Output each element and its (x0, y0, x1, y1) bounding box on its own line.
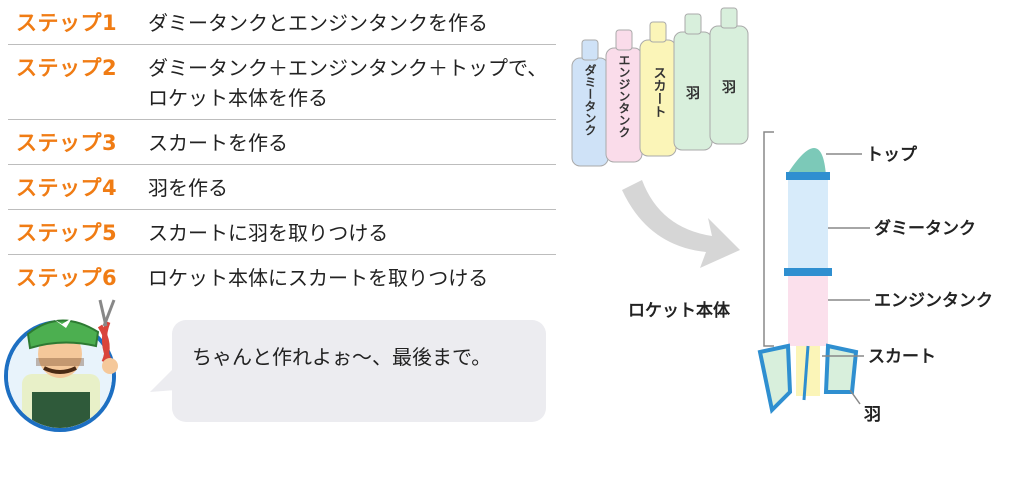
bottle-label: 羽 (686, 86, 700, 102)
step-text: スカートに羽を取りつける (148, 221, 389, 245)
rocket-diagram: ダミータンク エンジンタンク スカート 羽 羽 ロケット本体 トップ (571, 7, 993, 425)
step-label: ステップ4 (16, 176, 118, 200)
speech-tail-icon (150, 368, 176, 392)
bottle-label: スカート (651, 66, 666, 118)
gardener-mascot-icon (4, 299, 118, 432)
speech-bubble: ちゃんと作れよぉ〜、最後まで。 (150, 320, 546, 422)
bottle: エンジンタンク (605, 29, 643, 163)
bottle: 羽 (709, 7, 749, 145)
bottle: ダミータンク (571, 39, 609, 167)
step-row: ステップ4 羽を作る (8, 165, 556, 210)
part-label-top: トップ (866, 144, 918, 165)
step-row: ステップ3 スカートを作る (8, 120, 556, 165)
step-row: ステップ2 ダミータンク＋エンジンタンク＋トップで、ロケット本体を作る (8, 45, 556, 120)
body-bracket (763, 131, 774, 347)
curved-arrow-icon (622, 180, 740, 268)
step-text: ロケット本体にスカートを取りつける (148, 266, 489, 290)
step-list: ステップ1 ダミータンクとエンジンタンクを作る ステップ2 ダミータンク＋エンジ… (8, 0, 556, 299)
bottle: スカート (639, 21, 677, 157)
step-label: ステップ3 (16, 131, 118, 155)
step-label: ステップ6 (16, 266, 118, 290)
step-label: ステップ5 (16, 221, 118, 245)
step-row: ステップ5 スカートに羽を取りつける (8, 210, 556, 255)
bottle-label: ダミータンク (583, 63, 597, 136)
step-label: ステップ2 (16, 56, 118, 80)
part-label-fin: 羽 (864, 405, 881, 425)
step-row: ステップ6 ロケット本体にスカートを取りつける (8, 255, 556, 299)
step-text: スカートを作る (148, 131, 288, 155)
step-row: ステップ1 ダミータンクとエンジンタンクを作る (8, 0, 556, 45)
part-label-dummy-tank: ダミータンク (874, 218, 976, 239)
step-text: 羽を作る (148, 176, 228, 200)
bottle: 羽 (673, 13, 713, 151)
step-label: ステップ1 (16, 11, 118, 35)
speech-text: ちゃんと作れよぉ〜、最後まで。 (192, 345, 492, 369)
step-text: ダミータンク＋エンジンタンク＋トップで、ロケット本体を作る (148, 56, 548, 110)
part-label-skirt: スカート (868, 347, 936, 367)
bottle-label: エンジンタンク (617, 54, 631, 138)
bottle-label: 羽 (722, 80, 736, 96)
step-text: ダミータンクとエンジンタンクを作る (148, 11, 488, 35)
part-label-engine-tank: エンジンタンク (874, 291, 993, 311)
rocket-icon (757, 148, 859, 415)
rocket-body-label: ロケット本体 (628, 300, 731, 321)
